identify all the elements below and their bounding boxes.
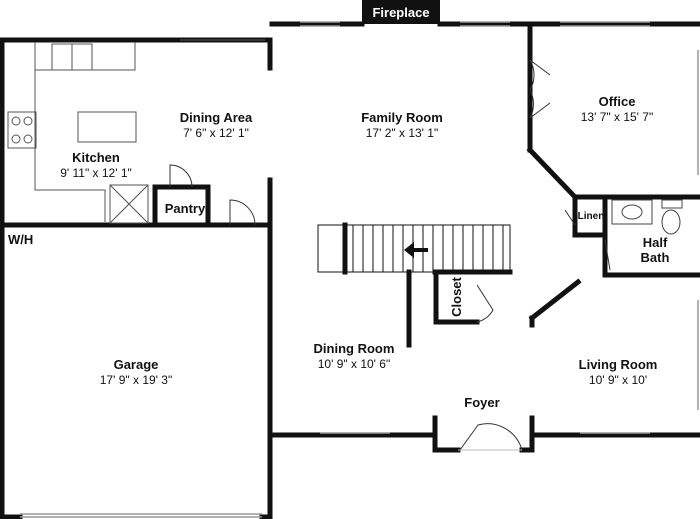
closet-label: Closet (449, 276, 464, 316)
bath-fixtures (611, 199, 683, 235)
stair-arrow-icon (404, 242, 428, 258)
dining-area-dim: 7' 6" x 12' 1" (183, 126, 249, 140)
dining-room-dim: 10' 9" x 10' 6" (318, 357, 390, 371)
wh-label: W/H (8, 232, 33, 247)
stairs (317, 224, 511, 273)
linen-label: Linen (578, 211, 605, 222)
doors (169, 59, 611, 451)
family-room-name: Family Room (361, 110, 443, 125)
family-room-dim: 17' 2" x 13' 1" (366, 126, 438, 140)
dining-room-name: Dining Room (314, 341, 395, 356)
fireplace-label: Fireplace (372, 5, 429, 20)
windows (20, 21, 699, 518)
garage-dim: 17' 9" x 19' 3" (100, 373, 172, 387)
half-bath-line1: Half (643, 235, 668, 250)
office-dim: 13' 7" x 15' 7" (581, 110, 653, 124)
office-name: Office (599, 94, 636, 109)
fireplace-box (362, 0, 440, 24)
garage-name: Garage (114, 357, 159, 372)
living-room-dim: 10' 9" x 10' (589, 373, 647, 387)
foyer-label: Foyer (464, 395, 499, 410)
kitchen-name: Kitchen (72, 150, 120, 165)
living-room-name: Living Room (579, 357, 658, 372)
dining-area-name: Dining Area (180, 110, 253, 125)
pantry-label: Pantry (165, 201, 206, 216)
kitchen-dim: 9' 11" x 12' 1" (60, 166, 132, 180)
half-bath-line2: Bath (641, 250, 670, 265)
kitchen-counters (7, 39, 265, 224)
